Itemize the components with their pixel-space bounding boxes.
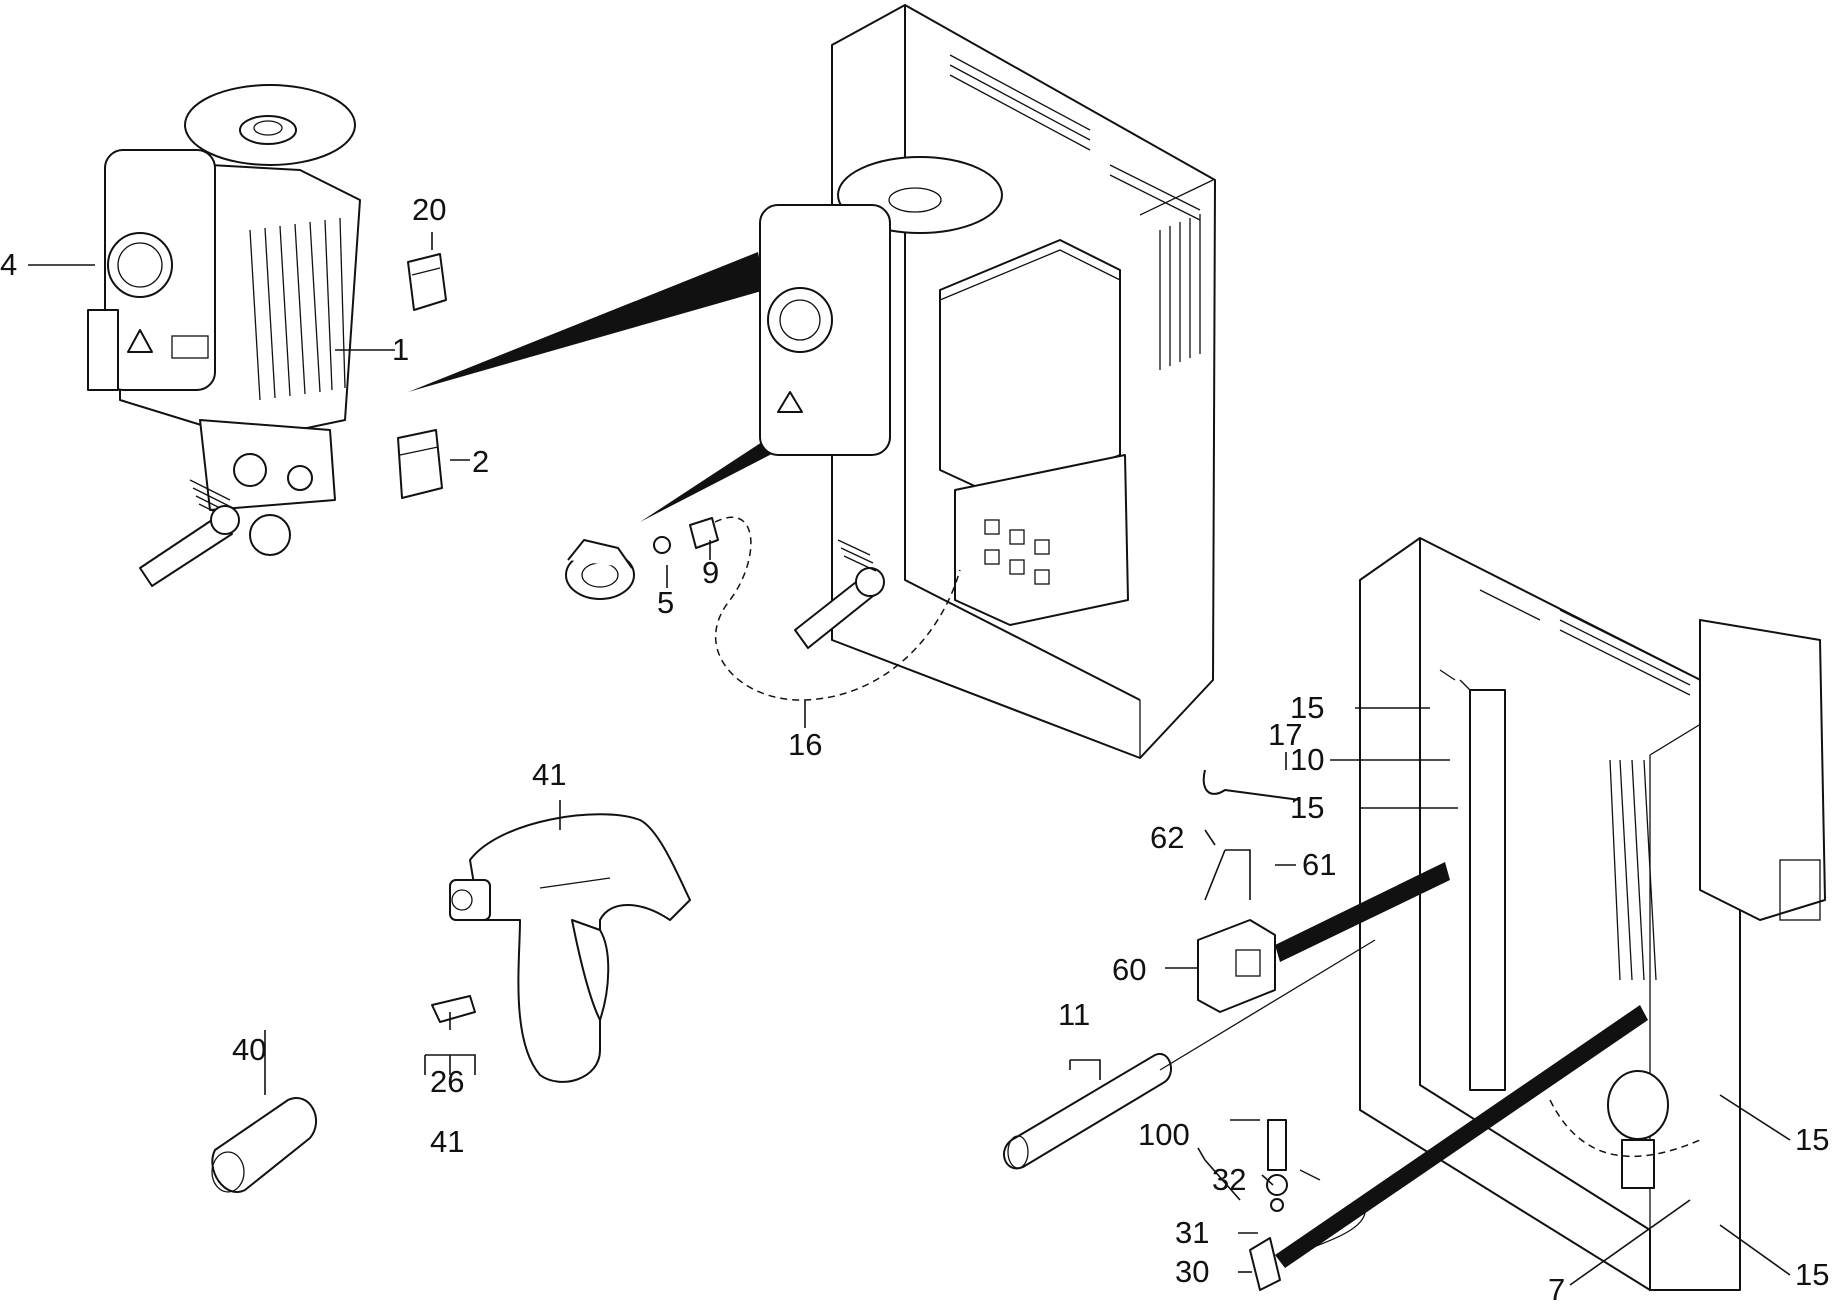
callout-17: 17 <box>1268 717 1302 752</box>
callout-2: 2 <box>472 444 489 479</box>
part-11-tube <box>1003 1052 1173 1170</box>
callout-62: 62 <box>1150 820 1184 855</box>
part-40-nozzle <box>211 1097 318 1193</box>
callout-5: 5 <box>657 585 674 620</box>
part-16-hose <box>714 516 961 701</box>
assembly-pointer-wedge <box>408 252 765 392</box>
callout-labels: 4 20 1 2 5 9 16 41 26 41 40 15 10 17 15 … <box>0 192 1829 1306</box>
callout-15-d: 15 <box>1795 1257 1829 1292</box>
callout-40: 40 <box>232 1032 266 1067</box>
spray-gun <box>449 813 691 1083</box>
box-pointer-wedge <box>1275 862 1450 962</box>
callout-26: 26 <box>430 1064 464 1099</box>
part-60-box <box>1197 919 1276 1013</box>
pump-motor-assembly <box>87 84 361 587</box>
part-9-fitting <box>689 517 719 549</box>
callout-4: 4 <box>0 247 17 282</box>
part-5-valve <box>565 536 671 600</box>
callout-41-top: 41 <box>532 757 566 792</box>
callout-31: 31 <box>1175 1215 1209 1250</box>
callout-15-c: 15 <box>1795 1122 1829 1157</box>
callout-20: 20 <box>412 192 446 227</box>
callout-61: 61 <box>1302 847 1336 882</box>
callout-30: 30 <box>1175 1254 1209 1289</box>
callout-16: 16 <box>788 727 822 762</box>
callout-100: 100 <box>1138 1117 1190 1152</box>
right-cabinet <box>1359 537 1826 1291</box>
part-20-cover <box>407 253 447 311</box>
callout-7: 7 <box>1548 1272 1565 1306</box>
callout-41-bottom: 41 <box>430 1124 464 1159</box>
callout-1: 1 <box>392 332 409 367</box>
center-cabinet <box>759 4 1216 759</box>
callout-10: 10 <box>1290 742 1324 777</box>
part-26-clip <box>431 995 476 1023</box>
callout-11: 11 <box>1058 997 1090 1032</box>
fitting-pointer-wedge <box>1275 1005 1648 1268</box>
leader-lines <box>28 232 1791 1286</box>
callout-32: 32 <box>1212 1162 1246 1197</box>
callout-60: 60 <box>1112 952 1146 987</box>
part-2-cover <box>397 429 443 499</box>
callout-9: 9 <box>702 555 719 590</box>
part-17-bracket <box>1202 769 1301 801</box>
callout-15-b: 15 <box>1290 790 1324 825</box>
tube-leader <box>1159 939 1376 1071</box>
part-100-fitting <box>1249 1119 1366 1291</box>
callout-15-a: 15 <box>1290 690 1324 725</box>
